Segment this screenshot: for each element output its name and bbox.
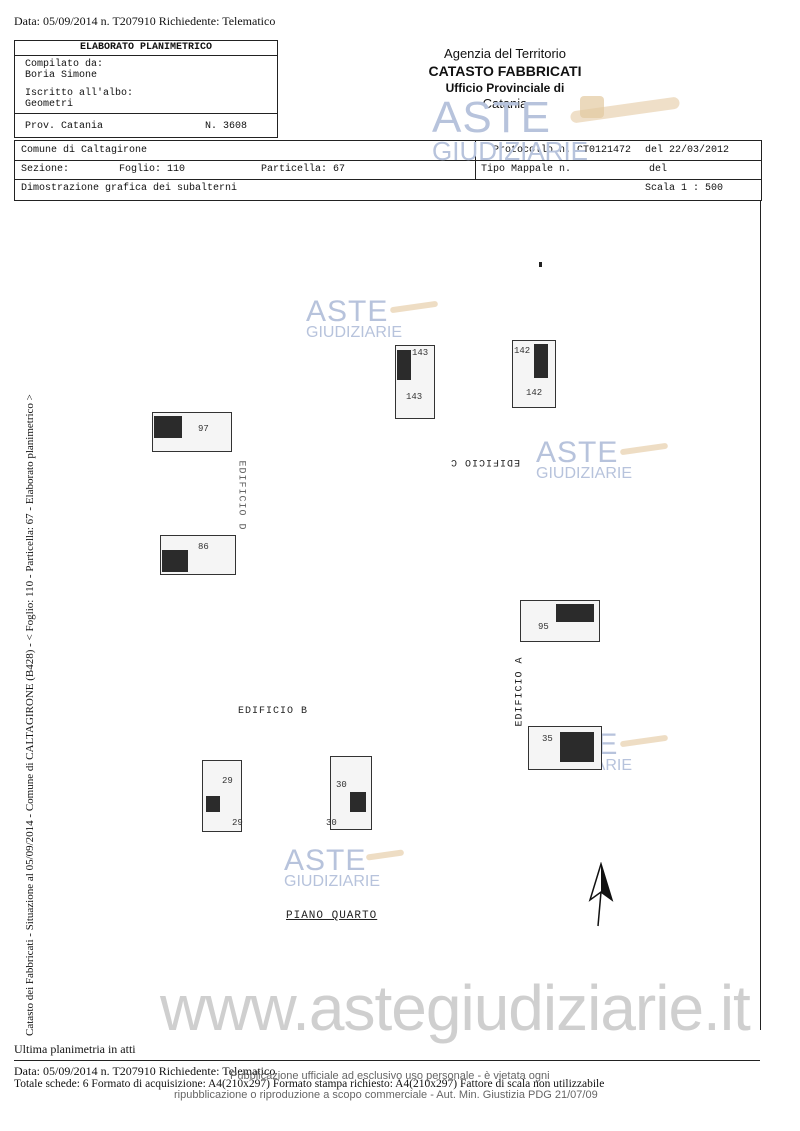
header-request-line: Data: 05/09/2014 n. T207910 Richiedente:… <box>14 14 276 28</box>
agency-line4: Catania <box>482 96 528 111</box>
label-edificio-d: EDIFICIO D <box>235 460 247 531</box>
sezione: Sezione: <box>21 164 70 175</box>
sub-label: 143 <box>412 348 429 358</box>
sub-label: 143 <box>406 392 423 402</box>
sub-label: 30 <box>326 818 337 828</box>
watermark-aste: ASTE GIUDIZIARIE <box>306 295 403 341</box>
dimostrazione: Dimostrazione grafica dei subalterni <box>21 183 238 194</box>
side-caption: Catasto dei Fabbricati - Situazione al 0… <box>24 394 36 1036</box>
unit-shade <box>534 344 548 378</box>
provincia: Prov. Catania <box>25 121 104 132</box>
unit-shade <box>397 350 411 380</box>
unit-shade <box>350 792 366 812</box>
watermark-url: www.astegiudiziarie.it <box>160 972 751 1044</box>
tipo-mappale: Tipo Mappale n. <box>481 164 572 175</box>
unit-shade <box>206 796 220 812</box>
dimostrazione-row: Dimostrazione grafica dei subalterni Sca… <box>14 178 762 201</box>
unit-shade <box>154 416 182 438</box>
divider <box>14 1060 760 1061</box>
ultima-planimetria: Ultima planimetria in atti <box>14 1042 136 1056</box>
iscritto-label: Iscritto all'albo: <box>25 88 134 99</box>
particella: Particella: 67 <box>261 164 346 175</box>
sub-label: 30 <box>336 780 347 790</box>
agency-header: Agenzia del Territorio CATASTO FABBRICAT… <box>400 46 610 111</box>
footer-request-line: Data: 05/09/2014 n. T207910 Richiedente:… <box>14 1064 276 1078</box>
unit-shade <box>162 550 188 572</box>
sub-label: 142 <box>526 388 543 398</box>
watermark-aste: ASTE GIUDIZIARIE <box>536 436 633 482</box>
compilato-name: Boria Simone <box>25 70 98 81</box>
elaborato-box: ELABORATO PLANIMETRICO Compilato da: Bor… <box>14 40 278 138</box>
info-rows: Comune di Caltagirone Protocollo n. CT01… <box>14 140 762 180</box>
footer-totale: Totale schede: 6 Formato di acquisizione… <box>14 1078 605 1090</box>
comune: Comune di Caltagirone <box>21 145 148 156</box>
unit-shade <box>556 604 594 622</box>
sub-label: 29 <box>232 818 243 828</box>
label-edificio-a: EDIFICIO A <box>514 656 526 727</box>
north-arrow-icon <box>588 862 614 927</box>
scala: Scala 1 : 500 <box>645 183 724 194</box>
agency-line2: CATASTO FABBRICATI <box>428 63 582 79</box>
label-edificio-c: EDIFICIO C <box>450 456 521 467</box>
label-edificio-b: EDIFICIO B <box>238 706 309 717</box>
sub-label: 35 <box>542 734 553 744</box>
compilato-label: Compilato da: <box>25 59 104 70</box>
watermark-aste-top: ASTE GIUDIZIARIE <box>432 93 589 166</box>
albo-number: N. 3608 <box>205 121 248 132</box>
albo-value: Geometri <box>25 99 74 110</box>
sub-label: 29 <box>222 776 233 786</box>
agency-line1: Agenzia del Territorio <box>444 46 566 61</box>
frame-right-border <box>760 200 761 1030</box>
watermark-aste: ASTE GIUDIZIARIE <box>284 844 381 890</box>
agency-line3: Ufficio Provinciale di <box>445 81 565 95</box>
protocollo: Protocollo n. CT0121472 <box>493 145 632 156</box>
elaborato-title: ELABORATO PLANIMETRICO <box>15 41 277 56</box>
divider <box>15 160 761 161</box>
foglio: Foglio: 110 <box>119 164 186 175</box>
tipo-del: del <box>649 164 668 175</box>
divider <box>15 113 277 114</box>
pub-notice-1: Pubblicazione ufficiale ad esclusivo uso… <box>230 1070 550 1082</box>
pub-notice-2: ripubblicazione o riproduzione a scopo c… <box>174 1089 598 1101</box>
protocollo-date: del 22/03/2012 <box>645 145 730 156</box>
floor-label: PIANO QUARTO <box>286 910 378 922</box>
gavel-icon <box>580 96 604 118</box>
unit-shade <box>560 732 594 762</box>
sub-label: 95 <box>538 622 549 632</box>
sub-label: 86 <box>198 542 209 552</box>
sub-label: 97 <box>198 424 209 434</box>
sub-label: 142 <box>514 346 531 356</box>
mark <box>539 262 542 267</box>
